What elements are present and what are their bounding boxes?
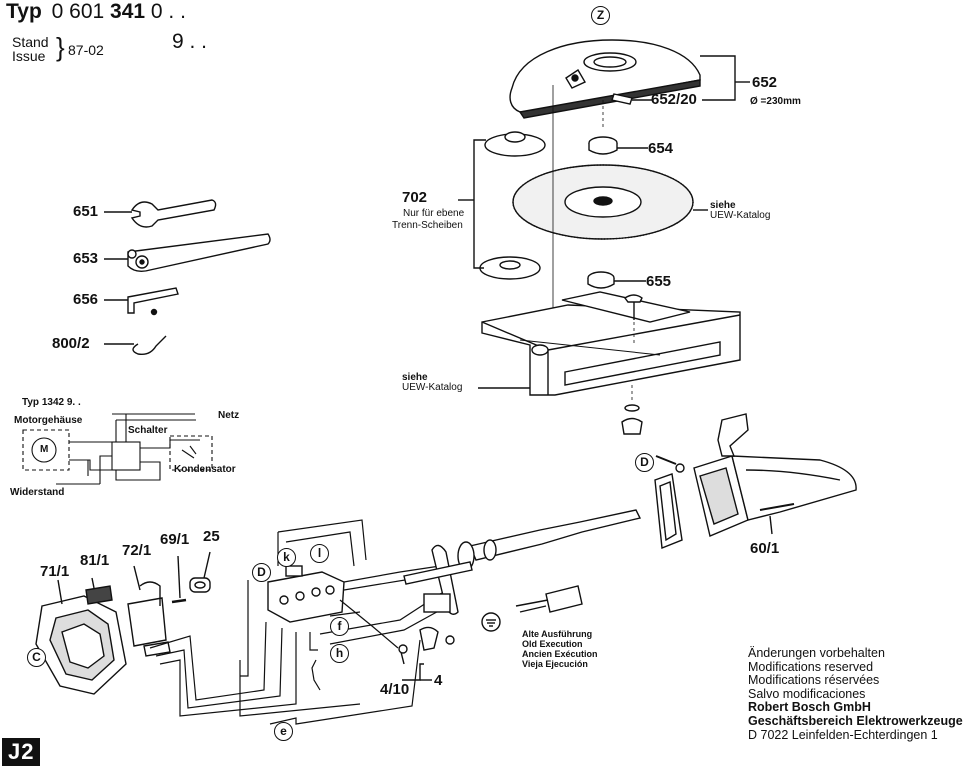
- grinding-disc: [512, 164, 694, 240]
- part-800-2: 800/2: [52, 335, 90, 352]
- wrench-651: [130, 199, 217, 228]
- part-654: 654: [648, 140, 674, 157]
- page-code-badge: J2: [2, 738, 41, 766]
- wiring-widerstand: Widerstand: [10, 487, 65, 498]
- circle-label-f: f: [330, 617, 349, 636]
- wiring-netz: Netz: [218, 410, 240, 421]
- part-651: 651: [73, 203, 99, 220]
- wiring-diagram: [22, 413, 213, 485]
- diameter-note: Ø =230mm: [750, 96, 801, 107]
- old-execution-es: Vieja Ejecución: [522, 659, 588, 669]
- wrench-653: [127, 233, 271, 273]
- circle-label-l: l: [310, 544, 329, 563]
- part-702-note-1: Nur für ebene: [403, 208, 465, 219]
- typ-bold: 341: [110, 0, 146, 23]
- armature-shaft: [403, 509, 642, 615]
- motor-housing: [35, 595, 127, 695]
- company-name: Robert Bosch GmbH: [748, 700, 871, 715]
- part-656: 656: [73, 291, 99, 308]
- circle-label-d1: D: [635, 453, 654, 472]
- part-81-1: 81/1: [80, 552, 110, 569]
- part-655: 655: [646, 273, 672, 290]
- hex-key-656: [127, 287, 179, 314]
- wiring-motor: Motorgehäuse: [14, 415, 83, 426]
- capacitor: [127, 581, 171, 657]
- cutting-guide: [481, 291, 741, 396]
- wiring-m: M: [40, 444, 49, 455]
- part-4-10: 4/10: [380, 681, 410, 698]
- typ-suffix1: 0 . .: [150, 0, 186, 23]
- brush-holder: [515, 585, 583, 613]
- uew-katalog-1: UEW-Katalog: [710, 210, 771, 221]
- old-execution-block: Alte Ausführung Old Execution Ancien Exé…: [522, 629, 598, 669]
- company-address: D 7022 Leinfelden-Echterdingen 1: [748, 727, 938, 742]
- part-702: 702: [402, 189, 428, 206]
- part-71-1: 71/1: [40, 563, 70, 580]
- note-line-de: Änderungen vorbehalten: [748, 646, 885, 660]
- stand-brace: }: [56, 32, 65, 62]
- wheel-guard: [509, 39, 701, 119]
- old-execution-de: Alte Ausführung: [522, 629, 593, 639]
- circle-label-c: C: [27, 648, 46, 667]
- issue-label: Issue: [12, 48, 46, 64]
- part-72-1: 72/1: [122, 542, 152, 559]
- circle-label-h: h: [330, 644, 349, 663]
- siehe-label-2: siehe: [402, 372, 428, 383]
- uew-katalog-2: UEW-Katalog: [402, 382, 463, 393]
- typ-word: Typ: [6, 0, 42, 23]
- part-4: 4: [434, 672, 443, 689]
- gear-housing-handle: [693, 413, 857, 537]
- old-execution-en: Old Execution: [522, 639, 583, 649]
- spring-800-2: [132, 335, 167, 356]
- part-69-1: 69/1: [160, 531, 190, 548]
- part-652: 652: [752, 74, 778, 91]
- wiring-schalter: Schalter: [128, 425, 168, 436]
- wiring-kondensator: Kondensator: [174, 464, 236, 475]
- typ-suffix2: 9 . .: [172, 30, 208, 53]
- note-line-es: Salvo modificaciones: [748, 686, 866, 701]
- wiring-typ: Typ 1342 9. .: [22, 397, 81, 408]
- notes-block: Änderungen vorbehalten Modifications res…: [748, 646, 963, 742]
- part-702-note-2: Trenn-Scheiben: [392, 220, 463, 231]
- old-execution-fr: Ancien Exécution: [522, 649, 598, 659]
- part-25: 25: [203, 528, 220, 545]
- siehe-label-1: siehe: [710, 200, 736, 211]
- circle-label-k: k: [277, 548, 296, 567]
- note-line-fr: Modifications réservées: [748, 673, 880, 688]
- stand-label: Stand: [12, 34, 49, 50]
- circle-label-d2: D: [252, 563, 271, 582]
- company-division: Geschäftsbereich Elektrowerkzeuge: [748, 713, 963, 728]
- switch-block: [267, 565, 345, 623]
- part-652-20: 652/20: [651, 91, 697, 108]
- circle-label-z: Z: [591, 6, 610, 25]
- header-typ: Typ 0 601 341 0 . .: [6, 0, 186, 24]
- typ-prefix: 0 601: [51, 0, 105, 23]
- circle-label-e: e: [274, 722, 293, 741]
- note-line-en: Modifications reserved: [748, 659, 874, 674]
- stand-value: 87-02: [68, 42, 104, 58]
- part-653: 653: [73, 250, 99, 267]
- part-60-1: 60/1: [750, 540, 780, 557]
